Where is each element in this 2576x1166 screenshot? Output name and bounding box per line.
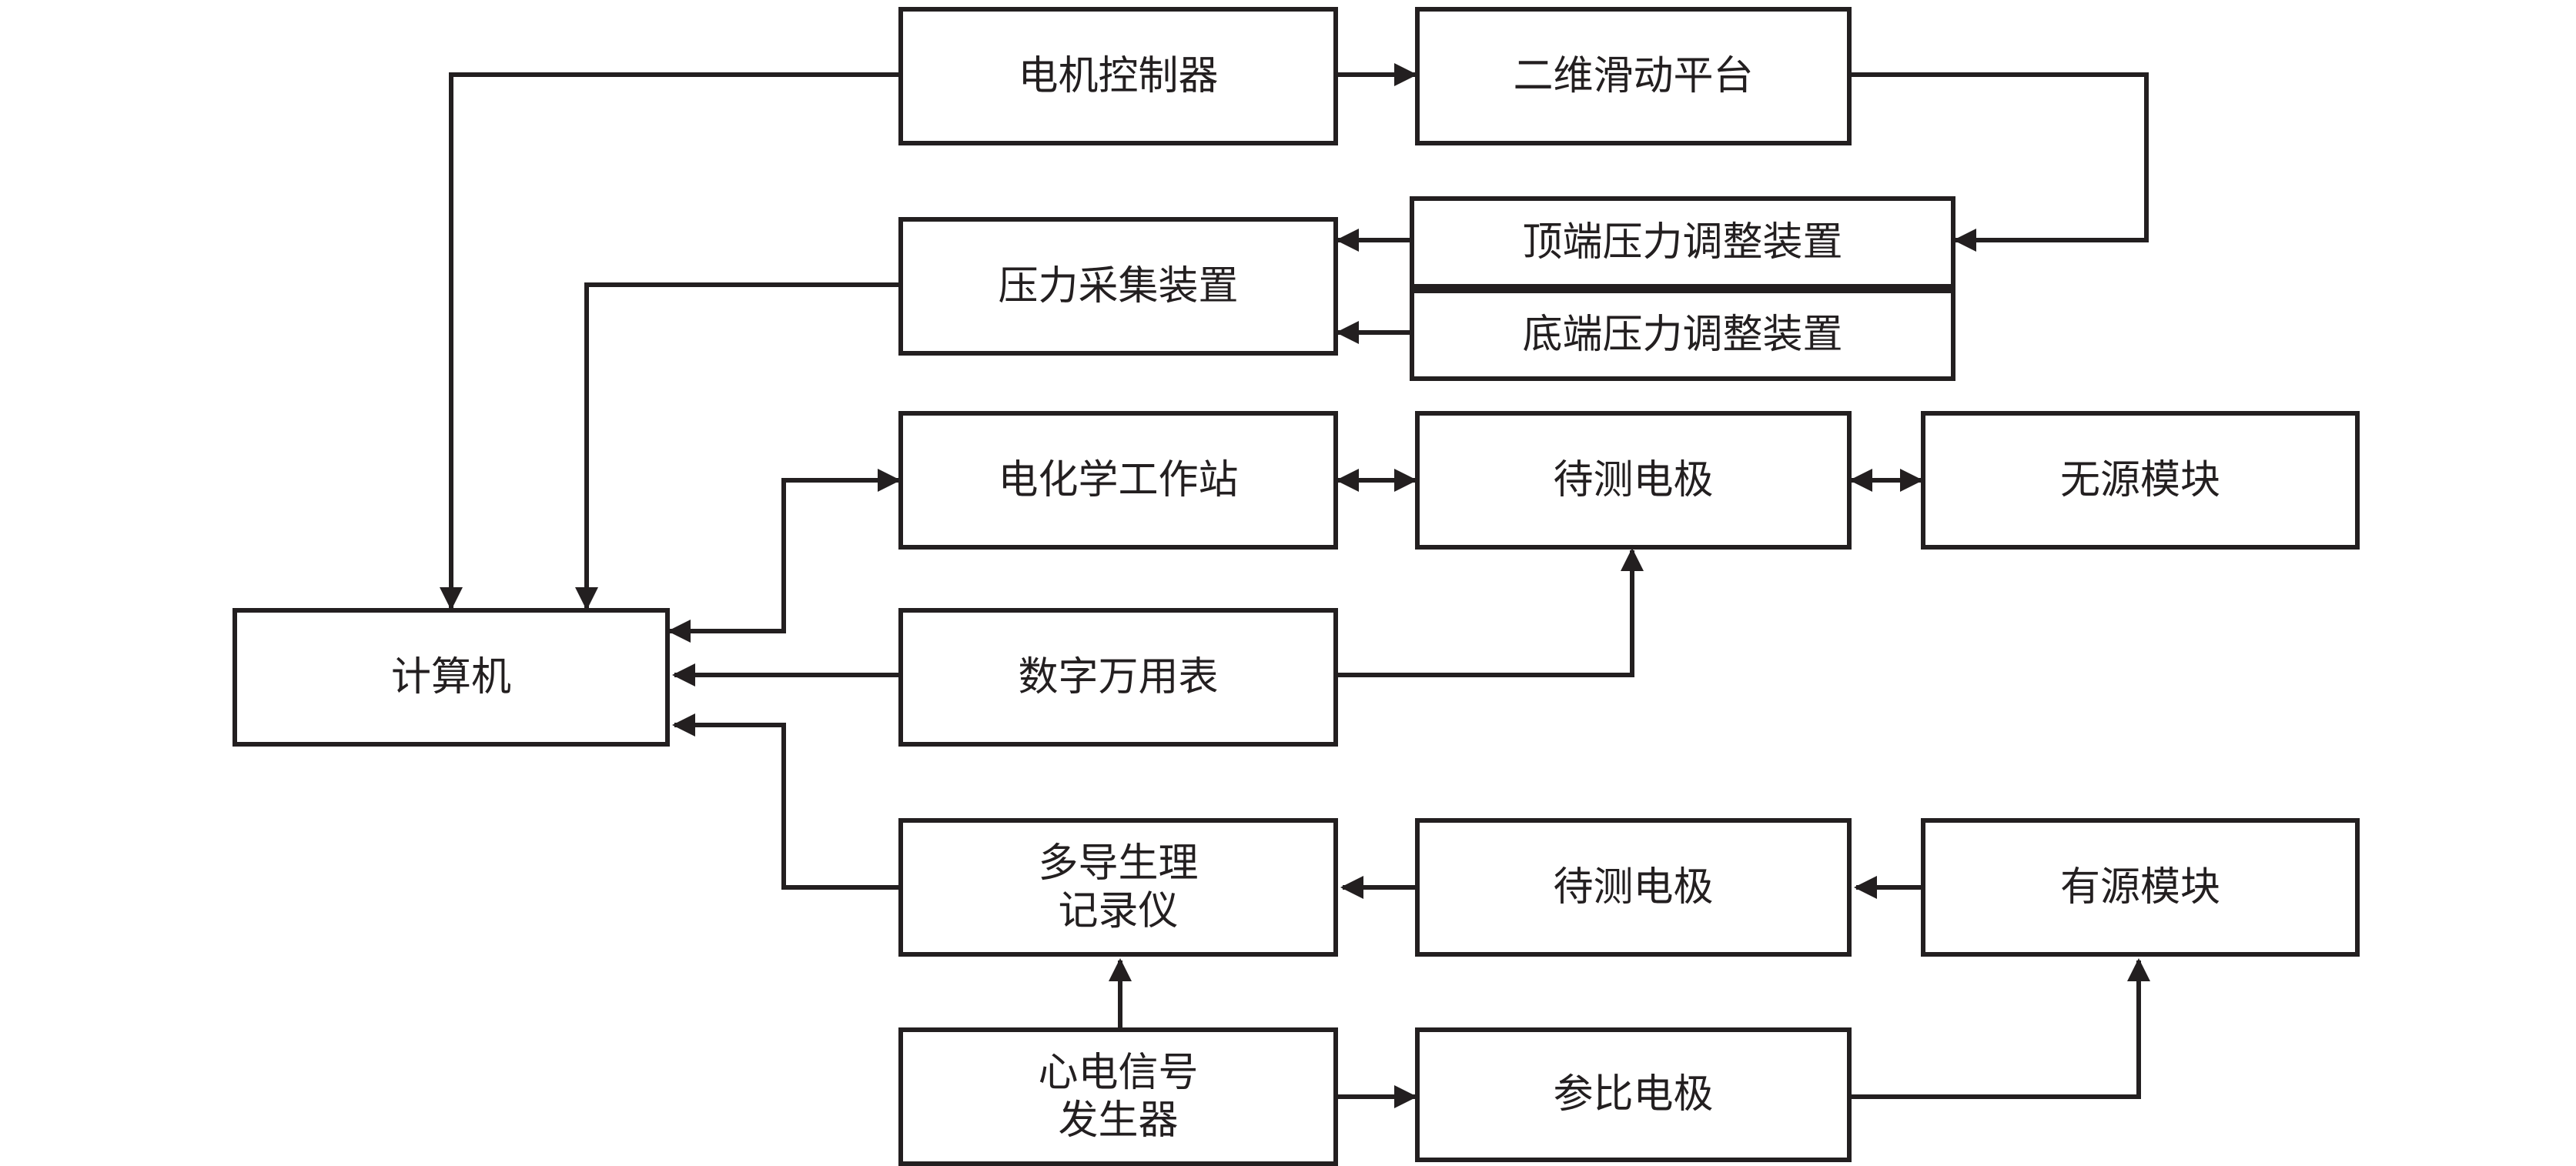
line-stage-to-top-adjuster: [1852, 72, 2149, 252]
passive-module-label: 无源模块: [2059, 456, 2220, 503]
computer-label: 计算机: [390, 653, 511, 700]
test-electrode-1-box: 待测电极: [1415, 411, 1852, 550]
pressure-acquisition-label: 压力采集装置: [998, 262, 1239, 309]
test-electrode-1-label: 待测电极: [1553, 456, 1714, 503]
ecg-generator-box: 心电信号 发生器: [898, 1027, 1338, 1166]
top-pressure-adjuster-box: 顶端压力调整装置: [1410, 196, 1955, 289]
line-motor-controller-to-computer: [440, 72, 903, 610]
test-electrode-2-label: 待测电极: [1553, 864, 1714, 910]
digital-multimeter-label: 数字万用表: [1018, 653, 1219, 700]
line-multimeter-to-electrode1: [1338, 548, 1644, 677]
top-pressure-adjuster-label: 顶端压力调整装置: [1522, 219, 1843, 266]
line-acquisition-to-computer: [575, 282, 903, 610]
xy-stage-box: 二维滑动平台: [1415, 7, 1852, 145]
xy-stage-label: 二维滑动平台: [1513, 52, 1754, 99]
bottom-pressure-adjuster-box: 底端压力调整装置: [1410, 289, 1955, 381]
active-module-box: 有源模块: [1921, 818, 2360, 957]
reference-electrode-box: 参比电极: [1415, 1027, 1852, 1162]
electrochemical-workstation-label: 电化学工作站: [998, 456, 1239, 503]
ecg-generator-label-line1: 心电信号: [1038, 1049, 1199, 1096]
test-electrode-2-box: 待测电极: [1415, 818, 1852, 957]
reference-electrode-label: 参比电极: [1553, 1071, 1714, 1118]
computer-box: 计算机: [233, 608, 670, 747]
pressure-acquisition-box: 压力采集装置: [898, 217, 1338, 356]
motor-controller-label: 电机控制器: [1018, 52, 1219, 99]
line-polygraph-to-computer: [672, 713, 903, 890]
ecg-generator-label-line2: 发生器: [1058, 1098, 1179, 1144]
passive-module-box: 无源模块: [1921, 411, 2360, 550]
digital-multimeter-box: 数字万用表: [898, 608, 1338, 747]
line-computer-workstation: [667, 469, 901, 643]
bottom-pressure-adjuster-label: 底端压力调整装置: [1522, 311, 1843, 358]
polygraph-recorder-box: 多导生理 记录仪: [898, 818, 1338, 957]
line-reference-to-active: [1852, 958, 2150, 1099]
electrochemical-workstation-box: 电化学工作站: [898, 411, 1338, 550]
motor-controller-box: 电机控制器: [898, 7, 1338, 145]
polygraph-recorder-label-line1: 多导生理: [1038, 840, 1199, 887]
polygraph-recorder-label-line2: 记录仪: [1058, 888, 1179, 934]
active-module-label: 有源模块: [2059, 864, 2220, 910]
